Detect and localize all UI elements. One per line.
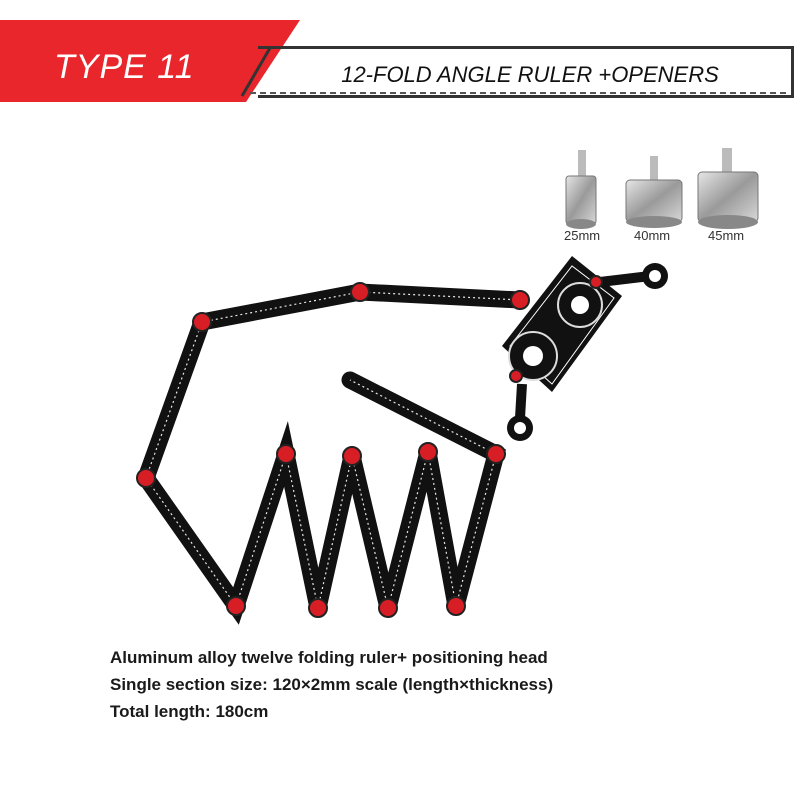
type-badge xyxy=(0,20,300,102)
spec-section-size: Single section size: 120×2mm scale (leng… xyxy=(110,675,554,694)
cutter-size-label: 25mm xyxy=(564,228,601,243)
header-banner: TYPE 11 12-FOLD ANGLE RULER +OPENERS xyxy=(0,0,800,110)
positioning-head xyxy=(502,256,668,441)
type-badge-label: TYPE 11 xyxy=(54,48,195,86)
title-underline xyxy=(250,92,786,94)
cutter-size-label: 45mm xyxy=(708,228,745,243)
title-frame xyxy=(258,46,794,98)
hole-cutter-40mm xyxy=(625,156,683,228)
folding-ruler-arms xyxy=(136,283,529,625)
spec-total-length: Total length: 180cm xyxy=(110,702,269,721)
spec-material: Aluminum alloy twelve folding ruler+ pos… xyxy=(110,648,548,667)
cutter-size-label: 40mm xyxy=(634,228,671,243)
angle-ruler-illustration xyxy=(136,148,759,625)
product-title: 12-FOLD ANGLE RULER +OPENERS xyxy=(341,62,719,87)
pivot-rivets xyxy=(136,275,603,618)
title-frame-slant xyxy=(240,47,272,97)
product-specs: Aluminum alloy twelve folding ruler+ pos… xyxy=(110,644,553,725)
product-image: 25mm 40mm 45mm xyxy=(0,120,800,640)
hole-cutter-25mm xyxy=(565,150,597,229)
hole-cutter-45mm xyxy=(697,148,759,229)
